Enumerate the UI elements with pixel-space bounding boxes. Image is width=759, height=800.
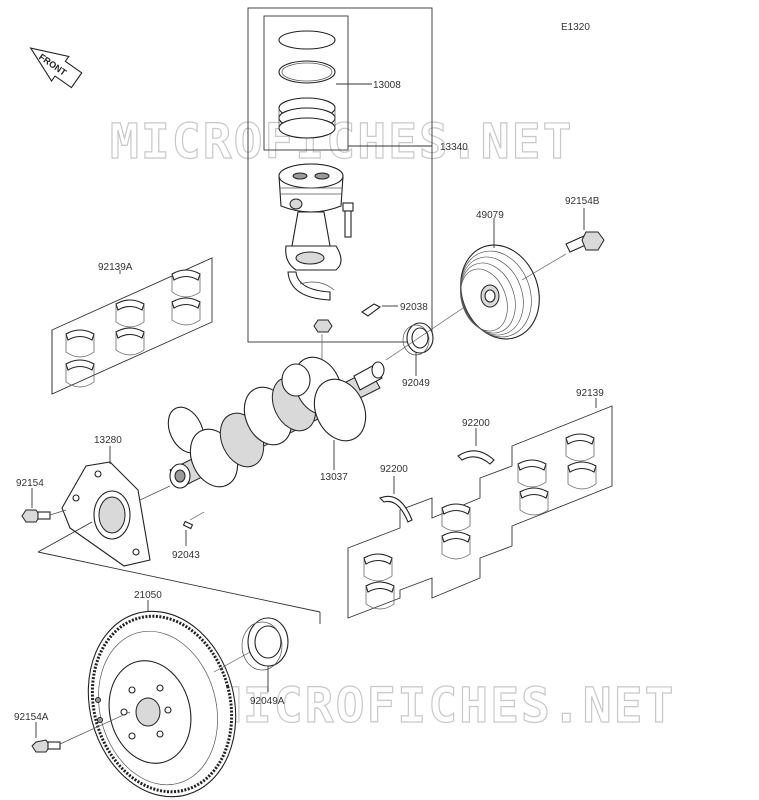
bearing-shells-92139 [363, 433, 597, 610]
thrust-washer-92200-lower [379, 495, 413, 523]
crank-pulley [460, 244, 540, 340]
flywheel-bolt [31, 739, 61, 753]
label-92200-upper: 92200 [462, 418, 490, 429]
piston-rings [278, 30, 336, 139]
thrust-washer-92200-upper [457, 450, 495, 465]
piston-assembly-box [247, 7, 433, 343]
seal-retainer [61, 461, 151, 567]
bearing-shells-92139a [65, 269, 201, 388]
rod-nut [313, 319, 333, 333]
label-92049a: 92049A [250, 696, 285, 707]
piston [278, 163, 344, 213]
label-92049: 92049 [402, 378, 430, 389]
label-92139a: 92139A [98, 262, 133, 273]
label-13280: 13280 [94, 435, 122, 446]
retainer-bolt [21, 509, 51, 523]
label-13008: 13008 [373, 80, 401, 91]
label-13340: 13340 [440, 142, 468, 153]
oil-seal-92049 [402, 322, 434, 356]
label-92200-lower: 92200 [380, 464, 408, 475]
label-92154b: 92154B [565, 196, 600, 207]
label-92038: 92038 [400, 302, 428, 313]
pulley-bolt [565, 231, 605, 253]
flywheel [87, 610, 237, 798]
label-92154a: 92154A [14, 712, 49, 723]
dowel-pin [182, 520, 194, 530]
label-13037: 13037 [320, 472, 348, 483]
rod-bolt [342, 202, 354, 238]
label-92154: 92154 [16, 478, 44, 489]
crankshaft [167, 356, 385, 489]
key-92038 [361, 303, 382, 317]
watermark-top: MICROFICHES.NET [110, 114, 573, 170]
diagram-code: E1320 [561, 22, 590, 33]
oil-seal-92049a [241, 617, 289, 671]
label-49079: 49079 [476, 210, 504, 221]
label-21050: 21050 [134, 590, 162, 601]
label-92043: 92043 [172, 550, 200, 561]
bearing-set-92139 [347, 405, 613, 619]
bearing-set-92139a [51, 257, 213, 395]
connecting-rod [285, 211, 342, 271]
front-arrow-icon: FRONT [29, 47, 83, 89]
rod-bearing [287, 271, 335, 301]
label-92139: 92139 [576, 388, 604, 399]
watermark-bottom: MICROFICHES.NET [212, 678, 675, 734]
